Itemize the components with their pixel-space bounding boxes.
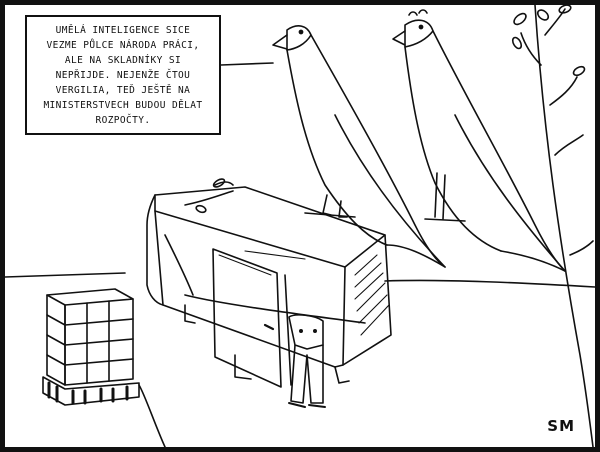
pallet-boxes (42, 288, 166, 447)
comic-illustration (5, 5, 595, 447)
caption-tail (220, 62, 274, 66)
floor-line-2 (184, 294, 366, 324)
bird-right (392, 9, 566, 272)
artist-signature: SM (547, 417, 575, 435)
truck (146, 178, 392, 388)
worker (288, 314, 326, 408)
bird-left (272, 25, 446, 268)
tree-branch (511, 5, 594, 447)
floor-line (5, 272, 595, 288)
caption-box: UMĚLÁ INTELIGENCE SICE VEZME PŮLCE NÁROD… (25, 15, 221, 135)
